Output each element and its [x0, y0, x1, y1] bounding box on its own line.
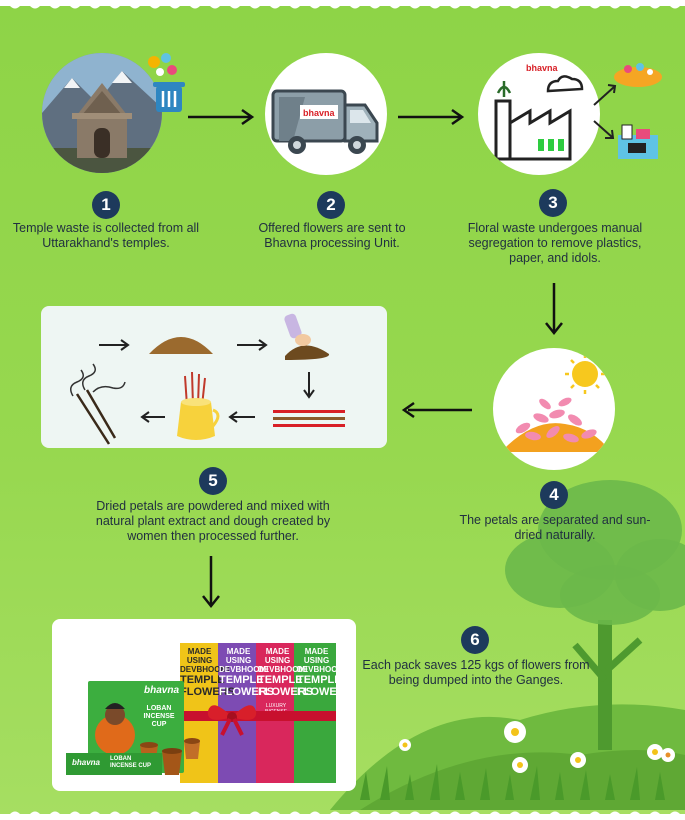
powder-pile-icon [149, 337, 213, 354]
step-1-caption: Temple waste is collected from all Uttar… [12, 221, 200, 250]
step-3-badge: 3 [539, 189, 567, 217]
step-4-caption: The petals are separated and sun-dried n… [459, 513, 651, 542]
top-wave-border [0, 0, 685, 9]
arrow-left-4-5 [401, 401, 472, 419]
step-6-badge: 6 [461, 626, 489, 654]
trash-bin-icon [148, 53, 185, 112]
step-6-caption: Each pack saves 125 kgs of flowers from … [362, 658, 590, 687]
arrow-down-5-6 [202, 556, 220, 609]
sorted-waste-icons [593, 63, 662, 159]
step-3-caption: Floral waste undergoes manual segregatio… [467, 221, 643, 265]
incense-process-panel [41, 306, 387, 448]
arrow-right-2-3 [398, 108, 465, 126]
burning-incense-icon [70, 363, 126, 445]
brand-logo-small: bhavna [72, 758, 101, 767]
step-4-badge: 4 [540, 481, 568, 509]
svg-text:bhavna: bhavna [303, 108, 336, 118]
arrow-right-1-2 [188, 108, 255, 126]
step-2-caption: Offered flowers are sent to Bhavna proce… [258, 221, 406, 250]
tree-icon [505, 480, 685, 750]
step-5-caption: Dried petals are powdered and mixed with… [95, 499, 331, 543]
bow-icon [207, 705, 257, 736]
arrow-down-3-4 [545, 283, 563, 336]
svg-text:bhavna: bhavna [526, 63, 559, 73]
step-5-badge: 5 [199, 467, 227, 495]
landscape-background [68, 480, 685, 810]
process-arrow-left-icon [228, 411, 255, 423]
hand-mixing-dough-icon [284, 313, 330, 360]
factory-illustration: bhavna [478, 53, 600, 175]
process-arrow-right-icon [99, 339, 130, 351]
extract-jar-icon [177, 371, 220, 440]
bottom-wave-border [0, 811, 685, 820]
temple-illustration [42, 53, 162, 173]
process-arrow-right-icon-2 [237, 339, 268, 351]
sun-dried-petals-illustration [493, 348, 615, 470]
process-arrow-left-icon-2 [140, 411, 165, 423]
brand-logo: bhavna [144, 685, 180, 696]
process-arrow-down-icon [303, 372, 315, 399]
step-2-badge: 2 [317, 191, 345, 219]
deity-illustration [95, 703, 135, 755]
delivery-truck-illustration: bhavna [265, 53, 387, 175]
red-ribbon [180, 711, 336, 721]
step-1-badge: 1 [92, 191, 120, 219]
incense-sticks-raw-icon [273, 410, 345, 427]
